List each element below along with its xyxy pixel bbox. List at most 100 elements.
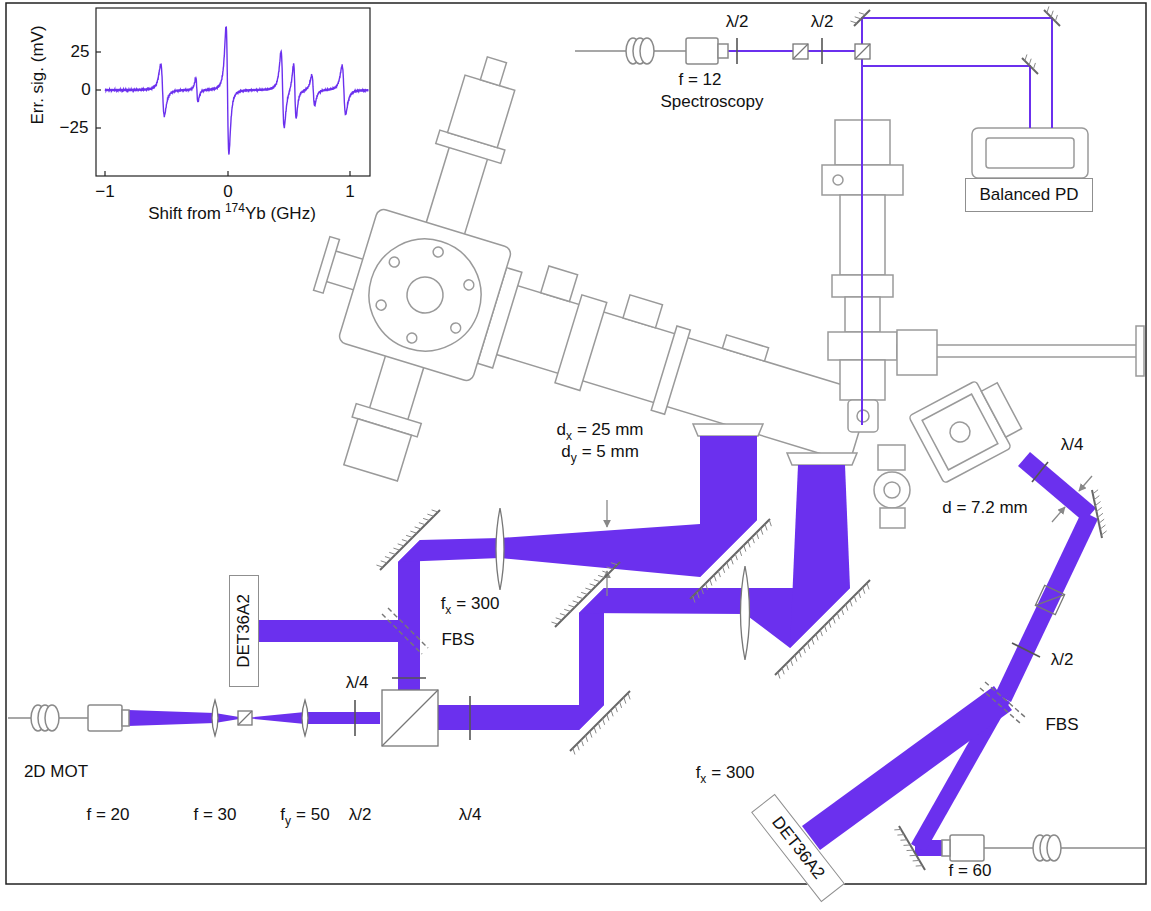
label-text: y (285, 815, 291, 829)
label-group: dy= 5 mm (561, 442, 639, 462)
label-text: λ/2 (811, 12, 834, 32)
mirror-hatch (846, 604, 848, 610)
wave-plate (1012, 643, 1040, 657)
mirror (775, 580, 870, 679)
mirror-hatch (389, 552, 395, 554)
mot-column (880, 508, 905, 528)
inset-axes (227, 171, 228, 176)
mirror-hatch (841, 609, 843, 615)
label-text: λ/2 (726, 12, 749, 32)
inset-axes (96, 127, 101, 128)
label-text: 1 (345, 182, 354, 202)
mirror-surface (1044, 10, 1060, 26)
mirror-hatch (769, 520, 771, 526)
label-group: 0 (223, 182, 232, 202)
mirror-hatch (744, 545, 746, 551)
mirror (376, 510, 440, 570)
error-signal-trace (105, 27, 368, 155)
mirror (1044, 6, 1060, 26)
mirror-surface (570, 691, 630, 751)
mirror-hatch (1025, 54, 1027, 60)
vacuum-chamber (344, 419, 412, 481)
label-group: 0 (81, 80, 90, 100)
dimension-arrow (1079, 476, 1092, 491)
viewport (787, 453, 857, 465)
port-flange (946, 418, 973, 445)
mirror-hatch (1100, 525, 1105, 529)
vacuum-chamber (314, 237, 340, 293)
flip-beam-splitter (985, 682, 1025, 717)
mirror-hatch (727, 562, 729, 568)
mirror-hatch (406, 535, 412, 537)
viewport (693, 424, 763, 436)
mirror-hatch (581, 592, 587, 594)
mirror-hatch (628, 693, 630, 699)
mirror-hatch (786, 664, 788, 670)
laser-beam (128, 710, 380, 726)
port-flange (922, 394, 998, 470)
mot-column (878, 445, 905, 470)
label-text: −1 (95, 182, 114, 202)
spectroscopy-beam (861, 51, 863, 425)
label-text: x (445, 604, 451, 618)
flip-beam-splitter (980, 688, 1020, 723)
mirror-hatch (863, 587, 865, 593)
mirror-hatch (560, 614, 566, 616)
mirror-hatch (619, 702, 621, 708)
mirror-hatch (590, 584, 596, 586)
fiber-collimator (640, 38, 654, 64)
mirror-hatch (752, 537, 754, 543)
mot-column (874, 472, 910, 508)
beam-splitter-cube (855, 44, 870, 59)
mirror-hatch (611, 563, 617, 565)
label-group: −25 (60, 118, 89, 138)
inset-axes (96, 51, 101, 52)
label-text: x (700, 773, 706, 787)
mirror-hatch (603, 718, 605, 724)
label-group: Shift from174Yb (GHz) (148, 204, 316, 224)
lens (496, 508, 504, 590)
fiber-collimator (1047, 835, 1061, 861)
mirror-hatch (858, 592, 860, 598)
vacuum-chamber (463, 279, 475, 291)
label-group: λ/4 (459, 805, 482, 825)
mirror-hatch (427, 514, 433, 516)
mirror-hatch (1029, 59, 1031, 65)
mirror-hatch (602, 571, 608, 573)
label-text: d = 7.2 mm (942, 498, 1028, 518)
label-group: 1 (345, 182, 354, 202)
label-group: f = 12 (678, 70, 721, 90)
label-text: λ/2 (1051, 650, 1074, 670)
mot-column (833, 175, 843, 185)
vacuum-chamber (426, 146, 488, 236)
label-text: f (441, 594, 446, 614)
label-text: 25 (71, 42, 90, 62)
mirror-hatch (1099, 519, 1104, 523)
frame (6, 3, 1146, 884)
mirror-hatch (577, 744, 579, 750)
mirror-hatch (855, 17, 861, 19)
mirror-hatch (598, 723, 600, 729)
mirror-hatch (833, 617, 835, 623)
mot-column (822, 120, 1144, 528)
label-text: f = 20 (86, 805, 129, 825)
mirror (1022, 54, 1038, 74)
mirror-hatch (568, 605, 574, 607)
mirror-surface (555, 562, 620, 627)
mirror (551, 562, 620, 627)
inset-axes (96, 8, 370, 176)
mirror-hatch (710, 579, 712, 585)
mirror-hatch (415, 527, 421, 529)
photodetector-box: DET36A2 (229, 575, 259, 687)
fiber-collimator (122, 710, 129, 726)
mirror-hatch (756, 533, 758, 539)
mirror-surface (380, 510, 440, 570)
vacuum-chamber (449, 322, 461, 334)
mirror-hatch (916, 865, 923, 866)
laser-beam (128, 436, 1098, 856)
mirror-hatch (1051, 11, 1053, 17)
wave-plate (354, 700, 356, 736)
mirror-hatch (795, 655, 797, 661)
beam-splitter-cube (793, 44, 808, 59)
label-group: Spectroscopy (661, 92, 764, 112)
